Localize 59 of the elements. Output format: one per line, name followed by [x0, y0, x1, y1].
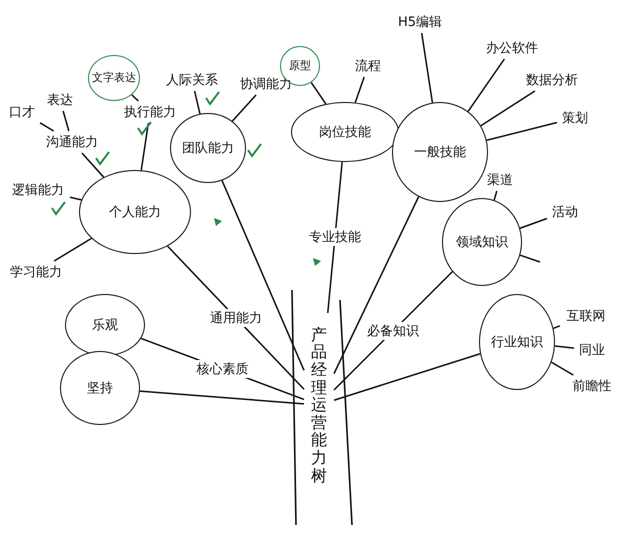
node-text: 策划	[562, 110, 588, 127]
branch-line	[40, 122, 54, 132]
edge-label: 必备知识	[365, 322, 422, 340]
branch-line	[467, 58, 505, 112]
branch-line	[221, 180, 305, 371]
node-text: 团队能力	[182, 140, 234, 157]
branch-line	[327, 162, 343, 314]
node-text: 领域知识	[456, 234, 508, 251]
node-text: 岗位技能	[319, 124, 371, 141]
branch-line	[167, 246, 305, 390]
title-text: 产品经理运营能力树	[311, 326, 327, 484]
node-text: 文字表达	[92, 72, 136, 84]
node-text: 口才	[9, 104, 35, 121]
branch-line	[520, 218, 548, 229]
edge-label: 核心素质	[194, 360, 250, 378]
node-text: 一般技能	[414, 144, 466, 161]
node-text: 执行能力	[124, 104, 176, 121]
node-text: 数据分析	[526, 72, 578, 89]
node-text: 个人能力	[109, 204, 161, 221]
branch-line	[310, 82, 326, 104]
node-text: 乐观	[92, 317, 118, 334]
branch-line	[420, 32, 434, 103]
node-text: 学习能力	[10, 264, 62, 281]
node-text: 行业知识	[491, 334, 543, 351]
branch-line	[70, 196, 82, 201]
node-text: 表达	[47, 92, 73, 109]
branch-line	[333, 196, 420, 374]
node-text: 沟通能力	[46, 134, 98, 151]
node-text: 人际关系	[166, 72, 218, 89]
circled-label	[88, 55, 140, 101]
branch-line	[194, 90, 201, 114]
branch-line	[334, 353, 480, 401]
node-text: H5编辑	[398, 14, 442, 31]
branch-line	[553, 325, 560, 329]
node-text: 同业	[579, 342, 605, 359]
branch-line	[354, 76, 365, 103]
node-text: 流程	[355, 58, 381, 75]
branch-line	[480, 90, 536, 126]
branch-line	[232, 94, 257, 122]
branch-line	[520, 254, 540, 263]
branch-line	[554, 345, 574, 349]
branch-line	[131, 94, 139, 102]
branch-line	[62, 110, 70, 132]
branch-line	[140, 122, 150, 170]
node-text: 逻辑能力	[12, 182, 64, 199]
branch-line	[54, 238, 92, 262]
node-text: 坚持	[87, 380, 113, 397]
node-text: 原型	[289, 60, 311, 72]
branch-line	[81, 152, 104, 178]
branch-line	[486, 122, 558, 141]
node-text: 前瞻性	[572, 378, 612, 395]
node-text: 办公软件	[486, 40, 538, 57]
node-text: 渠道	[487, 172, 513, 189]
node-text: 活动	[552, 204, 578, 221]
edge-label: 专业技能	[306, 228, 363, 246]
node-text: 互联网	[566, 308, 606, 325]
branch-line	[551, 362, 574, 376]
branch-line	[493, 190, 498, 200]
branch-line	[140, 390, 304, 405]
